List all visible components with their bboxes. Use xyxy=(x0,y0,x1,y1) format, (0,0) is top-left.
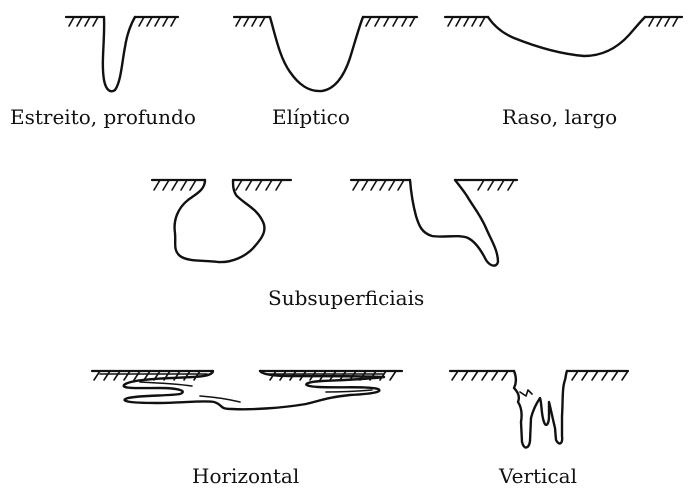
pit-subsurface-undercut xyxy=(351,180,517,266)
label-subsurface: Subsuperficiais xyxy=(268,288,424,308)
label-horizontal: Horizontal xyxy=(192,466,299,486)
label-narrow-deep: Estreito, profundo xyxy=(10,107,196,127)
label-vertical: Vertical xyxy=(499,466,577,486)
pit-narrow-deep xyxy=(66,17,178,91)
label-shallow-wide: Raso, largo xyxy=(502,107,617,127)
pit-subsurface-rounded xyxy=(152,180,291,262)
pit-vertical xyxy=(450,371,628,448)
pit-horizontal xyxy=(92,371,402,409)
pit-shallow-wide xyxy=(445,17,682,56)
label-elliptical: Elíptico xyxy=(272,107,350,127)
pit-elliptical xyxy=(234,17,417,91)
